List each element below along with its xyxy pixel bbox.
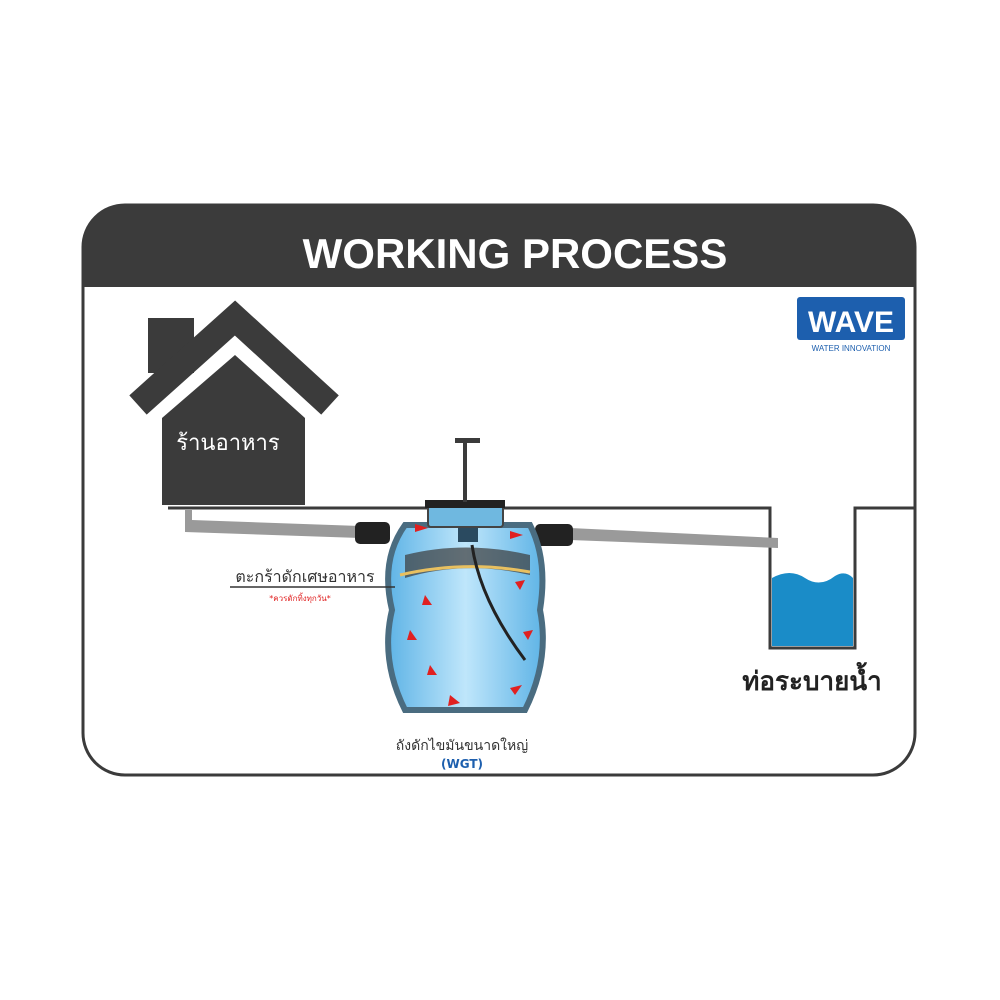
grease-trap-tank [385,438,546,713]
tank-code: (WGT) [441,757,483,771]
tank-label: ถังดักไขมันขนาดใหญ่ [396,737,528,754]
ground-line [168,506,915,650]
drain-label: ท่อระบายน้ำ [742,661,881,697]
basket-label: ตะกร้าดักเศษอาหาร [235,567,375,586]
inlet-connector [355,522,390,544]
header-bar [83,205,915,287]
drain-water [772,573,853,646]
logo-tagline: WATER INNOVATION [812,344,891,353]
outlet-pipe [570,528,778,548]
inlet-pipe [185,510,360,538]
house-label: ร้านอาหาร [176,431,280,456]
logo-brand: WAVE [808,306,894,339]
outlet-connector [535,524,573,546]
basket-note: *ควรดักทิ้งทุกวัน* [269,592,330,603]
wave-logo [797,297,905,340]
flow-arrows [407,524,533,706]
restaurant-house-icon [129,300,339,505]
page-title: WORKING PROCESS [303,230,728,277]
